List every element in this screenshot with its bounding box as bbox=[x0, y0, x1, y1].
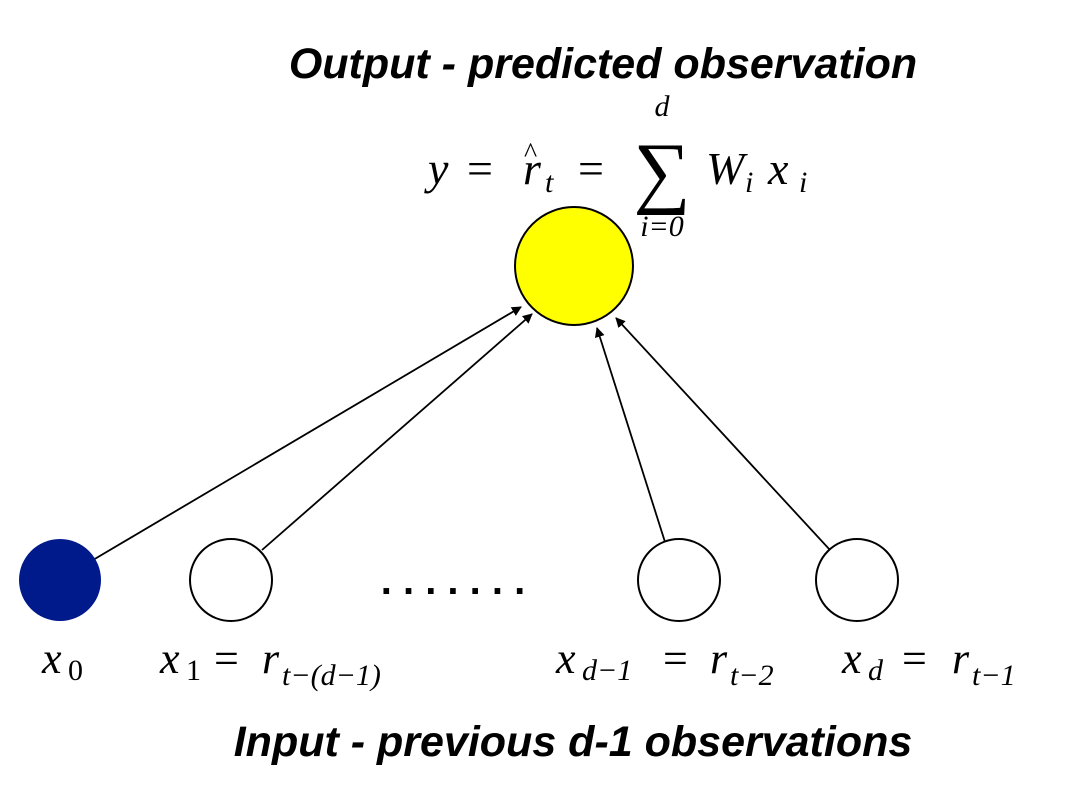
weight-connections bbox=[92, 306, 831, 561]
label-xd-var: x bbox=[841, 634, 862, 683]
label-xd-1-rhs-sub: t−2 bbox=[730, 659, 774, 692]
label-xd-1-rhs: r bbox=[710, 634, 728, 683]
equation-hat: ^ bbox=[524, 138, 537, 169]
label-xd-equals: = bbox=[902, 634, 927, 683]
output-node bbox=[514, 206, 634, 326]
equation-equals-1: = bbox=[467, 143, 493, 194]
connection-x0 bbox=[92, 306, 522, 561]
input-label-xd: x d = r t−1 bbox=[841, 634, 1016, 692]
label-x1-var: x bbox=[159, 634, 180, 683]
equation-r: r bbox=[523, 143, 542, 194]
label-xd-sub: d bbox=[868, 654, 884, 687]
sum-upper-limit: d bbox=[655, 90, 671, 123]
input-label-x1: x 1 = r t−(d−1) bbox=[159, 634, 381, 692]
label-xd-1-var: x bbox=[555, 634, 576, 683]
label-x1-equals: = bbox=[214, 634, 239, 683]
equation-equals-2: = bbox=[578, 143, 604, 194]
equation-W: W bbox=[706, 143, 748, 194]
input-node-x1 bbox=[189, 538, 273, 622]
output-equation: y = r ^ t = d ∑ i=0 W i x i bbox=[424, 90, 807, 243]
equation-r-subscript: t bbox=[545, 166, 554, 199]
label-x1-rhs: r bbox=[262, 634, 280, 683]
equation-x-subscript: i bbox=[799, 166, 807, 199]
input-title: Input - previous d-1 observations bbox=[234, 718, 913, 766]
connection-x1 bbox=[261, 313, 533, 551]
input-ellipsis: . . . . . . . bbox=[381, 559, 525, 603]
label-xd-rhs: r bbox=[952, 634, 970, 683]
label-xd-rhs-sub: t−1 bbox=[972, 659, 1016, 692]
connection-xd bbox=[615, 317, 831, 551]
label-xd-1-sub: d−1 bbox=[582, 654, 632, 687]
input-node-x0 bbox=[19, 539, 101, 621]
equation-x: x bbox=[767, 143, 789, 194]
equation-y: y bbox=[424, 143, 449, 194]
label-x1-sub: 1 bbox=[186, 654, 201, 687]
equation-W-subscript: i bbox=[745, 166, 753, 199]
label-x0-sub: 0 bbox=[68, 654, 83, 687]
label-xd-1-equals: = bbox=[663, 634, 688, 683]
input-node-xd bbox=[815, 538, 899, 622]
label-x1-rhs-sub: t−(d−1) bbox=[282, 659, 381, 692]
output-title: Output - predicted observation bbox=[289, 40, 917, 88]
label-x0-var: x bbox=[41, 634, 62, 683]
input-label-x0: x 0 bbox=[41, 634, 83, 687]
input-node-xd-1 bbox=[637, 538, 721, 622]
connection-xd-1 bbox=[594, 327, 666, 543]
summation-symbol: ∑ bbox=[633, 128, 690, 216]
input-label-xd-1: x d−1 = r t−2 bbox=[555, 634, 774, 692]
sum-lower-limit: i=0 bbox=[640, 210, 684, 243]
